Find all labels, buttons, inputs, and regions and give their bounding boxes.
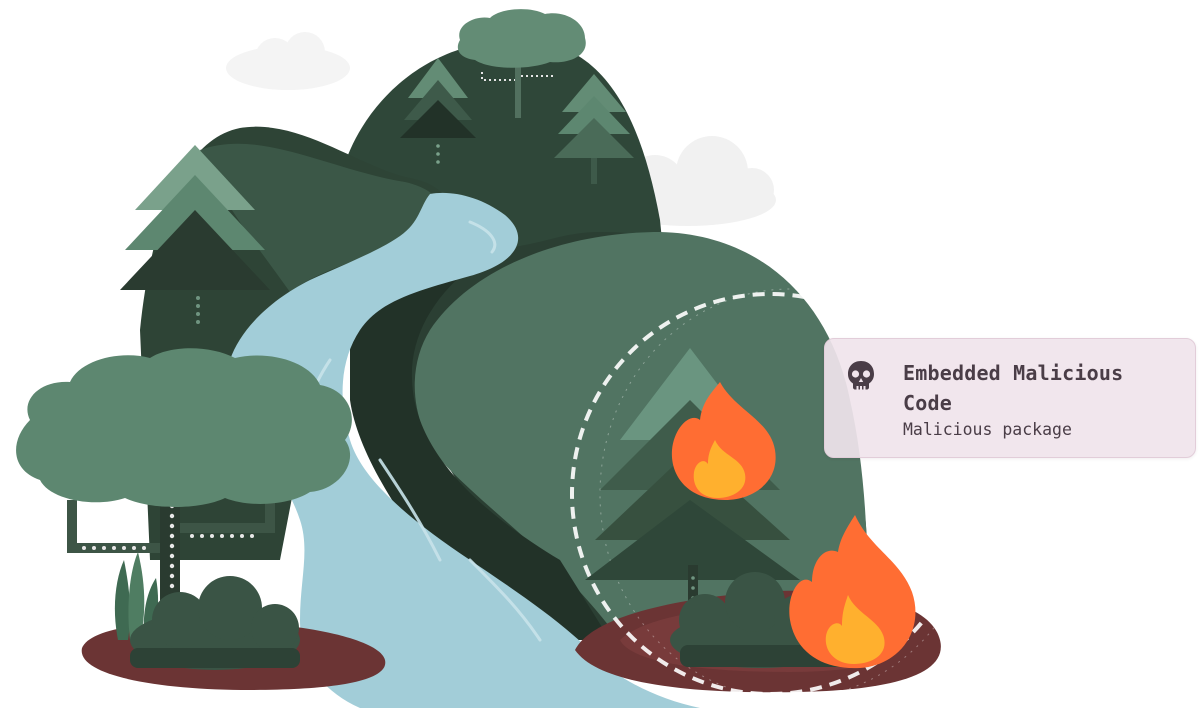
threat-radius-glow xyxy=(599,288,981,700)
round-tree-top xyxy=(457,9,586,118)
tree-left-round xyxy=(16,348,352,630)
river xyxy=(226,192,700,708)
flame-icon-tree xyxy=(671,382,776,500)
pine-tree-top-right xyxy=(554,74,634,184)
threat-radius-circle xyxy=(570,292,970,696)
pine-tree-left xyxy=(120,145,270,324)
skull-icon xyxy=(848,361,874,390)
river-highlights xyxy=(302,220,542,642)
mountain-left-highlight xyxy=(200,143,441,292)
threat-card[interactable]: Embedded Malicious Code Malicious packag… xyxy=(824,338,1196,458)
pine-tree-top-left xyxy=(400,58,476,164)
threat-subtitle: Malicious package xyxy=(903,420,1072,439)
threat-title: Embedded Malicious Code xyxy=(903,361,1124,415)
cloud-left xyxy=(226,32,350,90)
bush-left-base xyxy=(130,648,300,668)
flame-icon-ground xyxy=(789,515,916,669)
